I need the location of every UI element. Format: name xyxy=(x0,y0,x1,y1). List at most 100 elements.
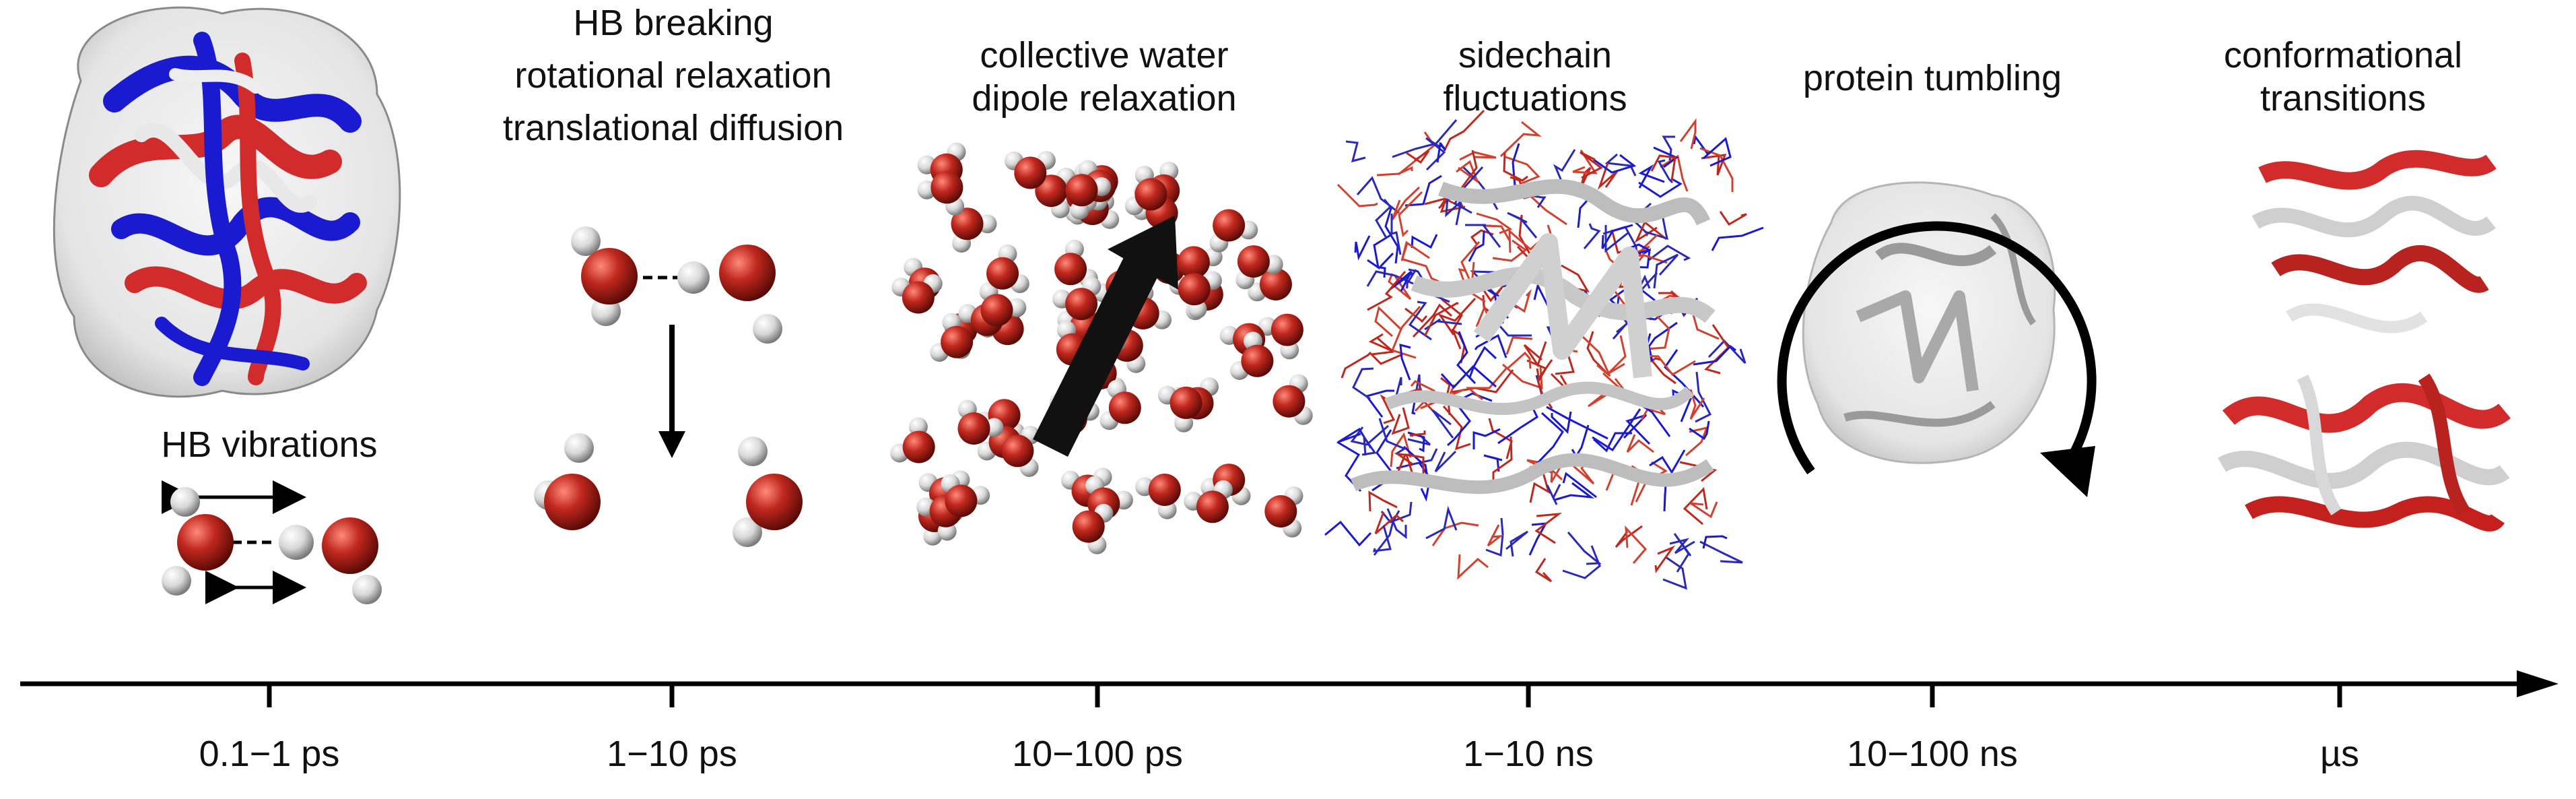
sidechain-bond xyxy=(1431,409,1454,439)
sidechain-bond xyxy=(1703,137,1732,167)
sidechain-bond xyxy=(1546,406,1608,440)
sidechain-bond xyxy=(1356,176,1400,214)
sidechain-bond xyxy=(1702,535,1728,549)
oxygen-atom xyxy=(1134,178,1167,211)
sidechain-bond xyxy=(1406,150,1430,164)
sidechain-bond xyxy=(1638,177,1683,198)
sidechain-bond xyxy=(1420,388,1465,410)
sidechain-bond xyxy=(1638,164,1665,189)
water-molecule xyxy=(1005,151,1056,189)
oxygen-atom xyxy=(1259,268,1292,300)
oxygen-atom xyxy=(930,171,963,204)
sidechain-bond xyxy=(1650,154,1676,181)
label-conformational: conformational transitions xyxy=(2223,35,2463,119)
sidechain-bond xyxy=(1392,119,1458,158)
sidechain-bond xyxy=(1492,239,1528,262)
sidechain-bond xyxy=(1689,389,1705,420)
sidechain-bond xyxy=(1400,241,1430,261)
sidechain-bond xyxy=(1693,345,1736,366)
sidechain-bond xyxy=(1707,339,1747,364)
sidechain-bond xyxy=(1411,234,1438,249)
sidechain-bond xyxy=(1483,454,1503,472)
sidechain-bond xyxy=(1377,252,1394,278)
sidechain-bond xyxy=(1468,230,1485,262)
oxygen-atom xyxy=(1270,313,1303,346)
sidechain-bond xyxy=(1523,341,1547,368)
hb-vibration-molecules xyxy=(162,480,382,604)
oxygen-atom xyxy=(1264,495,1297,528)
sidechain-bond xyxy=(1373,525,1392,552)
oxygen-atom xyxy=(1108,391,1141,424)
sidechain-bond xyxy=(1431,521,1479,546)
oxygen-atom xyxy=(1273,385,1306,418)
sidechain-bond xyxy=(1499,121,1542,158)
sidechain-bond xyxy=(1626,434,1654,453)
timescale-axis xyxy=(20,670,2558,707)
water-molecule xyxy=(917,171,965,216)
oxygen-atom xyxy=(1065,174,1098,207)
sidechain-bond xyxy=(1704,324,1730,375)
axis-label-2: 10−100 ps xyxy=(1012,734,1183,774)
water-molecule xyxy=(1072,503,1114,554)
water-molecule xyxy=(1052,277,1101,321)
sidechain-bond xyxy=(1336,183,1378,207)
sidechain-bond xyxy=(1583,223,1601,249)
sidechain-bond xyxy=(1374,306,1403,338)
sidechain-bond xyxy=(1324,520,1372,547)
sidechain-bond xyxy=(1394,452,1413,475)
sidechain-bond xyxy=(1689,420,1710,441)
water-molecule xyxy=(986,244,1029,294)
sidechain-bond xyxy=(1465,368,1507,401)
sidechain-bond xyxy=(1654,545,1676,574)
sidechain-bond xyxy=(1695,371,1712,423)
label-hb-vibrations: HB vibrations xyxy=(161,424,378,465)
sidechain-bond xyxy=(1470,229,1494,245)
sidechain-bond xyxy=(1407,436,1431,446)
water-molecule xyxy=(1258,313,1303,360)
sidechain-bond xyxy=(1507,351,1532,370)
sidechain-bond xyxy=(1408,300,1432,341)
sidechain-bond xyxy=(1409,430,1426,437)
sidechain-bond xyxy=(1418,462,1431,502)
label-protein-tumbling: protein tumbling xyxy=(1802,58,2062,98)
water-molecule xyxy=(1178,271,1222,319)
sidechain-bond xyxy=(1699,147,1734,192)
water-molecule xyxy=(1135,474,1181,519)
water-molecule xyxy=(1065,174,1112,220)
water-molecule xyxy=(1184,480,1233,523)
sidechain-bond xyxy=(1424,318,1462,331)
sidechain-bond xyxy=(1368,333,1393,352)
sidechain-bond xyxy=(1662,556,1687,590)
water-molecule xyxy=(891,274,943,314)
sidechain-bond xyxy=(1404,174,1442,207)
sidechain-bond xyxy=(1378,418,1407,455)
sidechain-bond xyxy=(1648,245,1691,261)
sidechain-bond xyxy=(1457,554,1489,580)
axis-label-4: 10−100 ns xyxy=(1847,734,2018,774)
oxygen-atom xyxy=(902,430,935,464)
sidechain-bond xyxy=(1562,472,1597,499)
sidechain-bond xyxy=(1507,212,1538,238)
sidechain-bond xyxy=(1572,150,1598,174)
oxygen-atom xyxy=(902,281,935,314)
sidechain-bond xyxy=(1532,195,1547,208)
sidechain-bond xyxy=(1488,418,1513,459)
sidechain-bond xyxy=(1402,258,1439,283)
axis-label-3: 1−10 ns xyxy=(1463,734,1594,774)
sidechain-bond xyxy=(1625,525,1648,564)
sidechain-bond xyxy=(1365,389,1394,418)
sidechain-backbone xyxy=(1350,179,1716,494)
oxygen-atom xyxy=(1072,510,1105,543)
sidechain-bond xyxy=(1554,482,1595,501)
sidechain-bond xyxy=(1663,483,1667,512)
sidechain-bond xyxy=(1604,225,1629,253)
oxygen-atom xyxy=(945,484,978,517)
water-molecule xyxy=(1157,385,1202,433)
water-molecule xyxy=(930,313,974,362)
water-molecule xyxy=(979,282,1027,327)
water-molecule xyxy=(1124,166,1167,216)
sidechain-bond xyxy=(1586,331,1607,373)
sidechain-bond xyxy=(1597,162,1619,190)
sidechain-bond xyxy=(1615,525,1643,548)
